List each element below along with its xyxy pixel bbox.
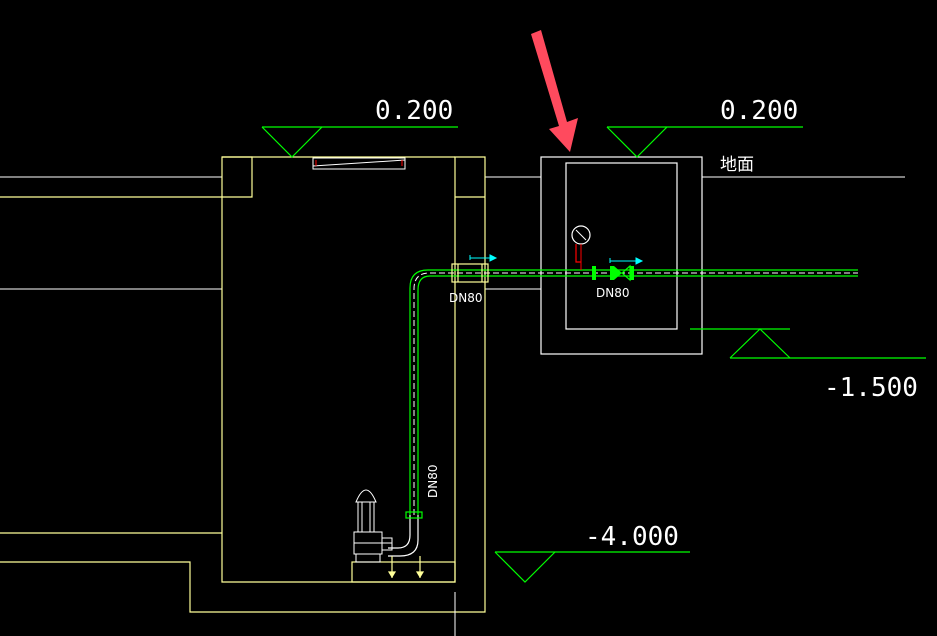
- wall-sleeve: [451, 263, 489, 283]
- elevation-mark-chamber-top: [606, 126, 803, 158]
- elevation-text-pit-top: 0.200: [375, 96, 453, 126]
- access-cover: [312, 157, 406, 170]
- elevation-mark-pit-bottom: [494, 551, 690, 583]
- dn-label-riser: DN80: [426, 465, 440, 499]
- gate-valve-icon: [614, 264, 634, 282]
- valve-chamber: [540, 156, 703, 355]
- flow-arrow-2: [609, 257, 644, 265]
- dn-label-outlet: DN80: [449, 291, 483, 305]
- check-valve-icon: [592, 266, 614, 280]
- ground-label: 地面: [720, 155, 754, 175]
- elevation-text-chamber-bottom: -1.500: [824, 373, 918, 403]
- flow-arrow-1: [469, 254, 498, 262]
- dn-label-chamber: DN80: [596, 286, 630, 300]
- pump-feet: [387, 556, 425, 579]
- elevation-mark-chamber-bottom: [690, 328, 926, 359]
- elevation-text-chamber-top: 0.200: [720, 96, 798, 126]
- pressure-gauge-icon: [571, 225, 591, 270]
- elevation-mark-pit-top: [261, 126, 458, 158]
- pump-pit: [0, 156, 486, 613]
- red-arrow-icon: [531, 30, 578, 152]
- ground-lines: [0, 176, 905, 290]
- submersible-pump-icon: [353, 489, 393, 563]
- discharge-pipe: [388, 269, 858, 557]
- elevation-text-pit-bottom: -4.000: [585, 522, 679, 552]
